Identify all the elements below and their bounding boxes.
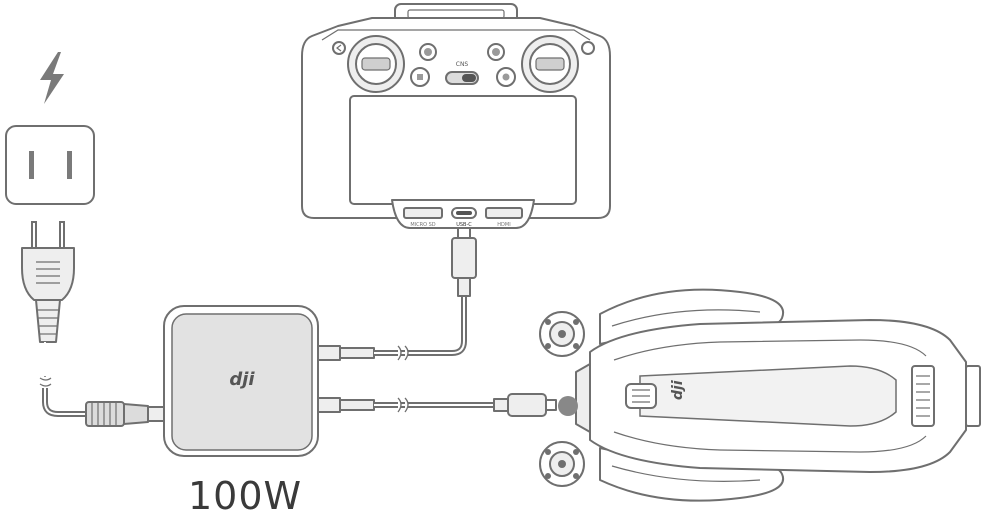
ac-plug-icon (21, 221, 75, 343)
ac-cable (39, 341, 169, 427)
port-label-hdmi: HDMI (497, 222, 510, 228)
port-label-usbc: USB-C (456, 222, 472, 228)
drone-brand: dji (670, 380, 686, 400)
drone-charge-port (558, 396, 578, 416)
charger-brand: dji (229, 369, 255, 390)
drone: dji (539, 288, 981, 502)
wall-outlet-icon (5, 125, 95, 205)
charger: dji (163, 305, 319, 457)
usb-c-cable-controller (317, 225, 477, 361)
remote-controller: CNS MICRO SD USB-C HDMI (301, 3, 611, 229)
controller-switch-label: CNS (456, 61, 469, 68)
port-label-microsd: MICRO SD (410, 222, 435, 228)
lightning-bolt-icon (40, 52, 64, 104)
charger-power-label: 100W (188, 474, 303, 518)
usb-c-cable-drone (317, 393, 557, 417)
